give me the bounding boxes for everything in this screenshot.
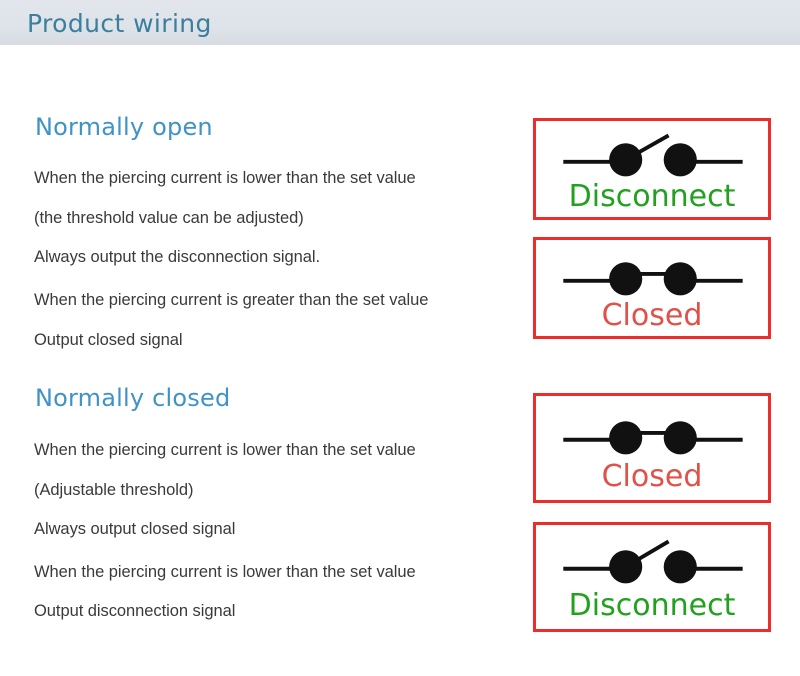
diagram-box-nc-closed-state: Closed (533, 393, 771, 503)
normally-closed-line-4: When the piercing current is lower than … (34, 563, 416, 581)
switch-closed-icon (563, 262, 743, 296)
normally-closed-line-1: When the piercing current is lower than … (34, 441, 416, 459)
state-label-closed: Closed (601, 298, 703, 333)
section-heading-normally-open: Normally open (35, 113, 213, 141)
header-bar: Product wiring (0, 0, 800, 45)
diagram-box-no-open-state: Disconnect (533, 118, 771, 220)
content-area: Normally open When the piercing current … (0, 45, 800, 676)
normally-open-line-1: When the piercing current is lower than … (34, 169, 416, 187)
state-label-disconnect: Disconnect (568, 179, 736, 214)
normally-open-line-3: Always output the disconnection signal. (34, 248, 321, 266)
normally-closed-line-3: Always output closed signal (34, 520, 236, 538)
switch-open-icon (563, 133, 743, 177)
switch-open-icon (563, 539, 743, 584)
page-title: Product wiring (27, 9, 212, 38)
normally-open-line-2: (the threshold value can be adjusted) (34, 209, 304, 227)
diagram-box-nc-open-state: Disconnect (533, 522, 771, 632)
state-label-disconnect: Disconnect (568, 588, 736, 623)
normally-open-line-5: Output closed signal (34, 331, 183, 349)
normally-closed-line-5: Output disconnection signal (34, 602, 236, 620)
normally-closed-line-2: (Adjustable threshold) (34, 481, 194, 499)
normally-open-line-4: When the piercing current is greater tha… (34, 291, 429, 309)
text-column: Normally open When the piercing current … (0, 45, 530, 676)
section-heading-normally-closed: Normally closed (35, 384, 231, 412)
switch-closed-icon (563, 421, 743, 455)
state-label-closed: Closed (601, 459, 703, 494)
diagram-box-no-closed-state: Closed (533, 237, 771, 339)
